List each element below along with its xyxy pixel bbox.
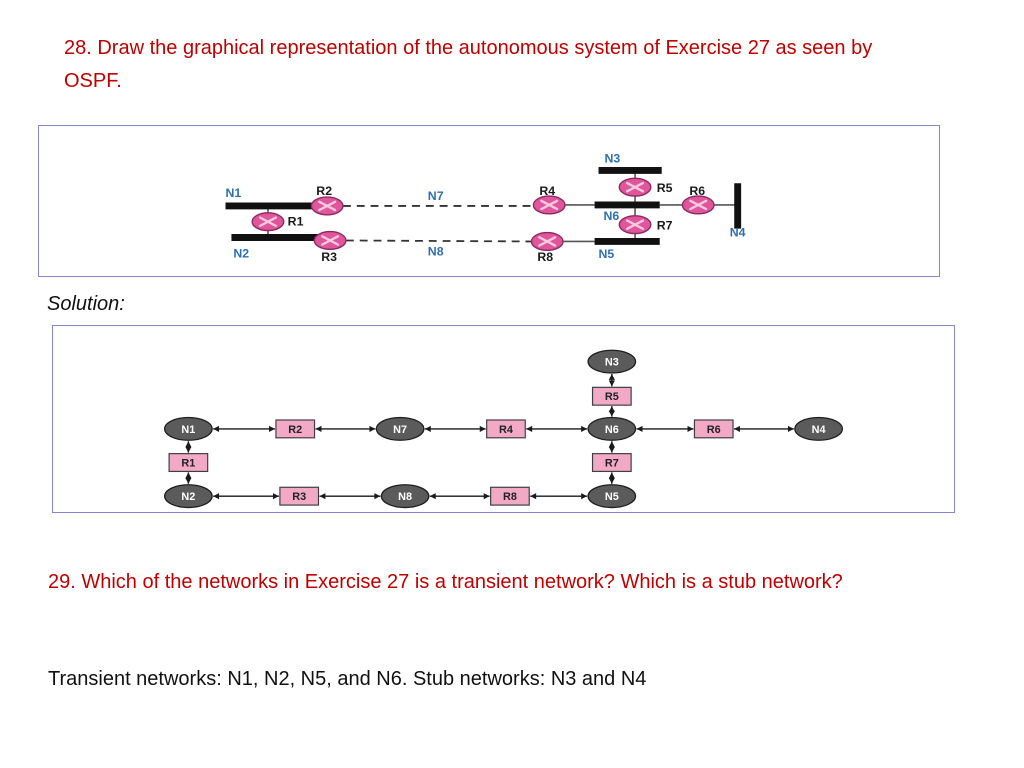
fig1-label-R8: R8 (537, 250, 553, 264)
arrowhead (483, 493, 490, 500)
graph-node-label-N8: N8 (398, 491, 412, 503)
router-x-icon (625, 219, 645, 231)
fig1-label-N5: N5 (599, 247, 615, 261)
point-to-point-link (345, 239, 532, 243)
arrowhead (734, 425, 740, 432)
graph-network-N6 (587, 416, 637, 441)
arrowhead (213, 493, 220, 500)
fig1-label-N6: N6 (603, 209, 619, 223)
arrowhead (687, 425, 694, 432)
graph-router-R5 (591, 386, 632, 406)
graph-node-label-R5: R5 (605, 391, 619, 403)
graph-node-label-N1: N1 (181, 424, 195, 436)
graph-network-N5 (587, 484, 637, 509)
fig1-label-N1: N1 (226, 186, 242, 200)
graph-network-N2 (164, 484, 213, 509)
graph-router-R1 (168, 453, 209, 473)
graph-node-label-N6: N6 (605, 424, 619, 436)
fig1-label-R2: R2 (316, 184, 332, 198)
arrowhead (608, 410, 615, 417)
arrowhead (269, 425, 275, 432)
arrowhead (185, 441, 192, 448)
graph-network-N1 (164, 416, 213, 441)
arrowhead (185, 477, 192, 484)
graph-node-label-N7: N7 (393, 424, 407, 436)
graph-node-label-N5: N5 (605, 491, 619, 503)
fig1-label-R1: R1 (288, 215, 304, 229)
arrowhead (319, 493, 326, 500)
question-29-text: 29. Which of the networks in Exercise 27… (48, 571, 843, 593)
graph-node-label-N3: N3 (605, 357, 619, 369)
graph-node-label-N4: N4 (812, 424, 826, 436)
graph-router-R3 (279, 486, 320, 506)
answer-29-text: Transient networks: N1, N2, N5, and N6. … (48, 668, 647, 690)
graph-node-label-R2: R2 (288, 424, 302, 436)
router-x-icon (258, 216, 278, 228)
fig1-label-N3: N3 (604, 152, 620, 166)
router-x-icon (538, 236, 557, 247)
solution-label: Solution: (47, 293, 125, 315)
router-x-icon (689, 199, 708, 211)
arrowhead (315, 425, 322, 432)
graph-router-R4 (486, 419, 526, 439)
fig1-label-R7: R7 (657, 219, 673, 233)
fig1-label-R4: R4 (539, 184, 555, 198)
fig1-label-R5: R5 (657, 181, 673, 195)
router-x-icon (625, 181, 645, 193)
arrowhead (369, 425, 376, 432)
arrowhead (608, 373, 615, 380)
router-x-icon (318, 200, 337, 212)
graph-node-label-R7: R7 (605, 457, 619, 469)
arrowhead (185, 472, 192, 479)
arrowhead (429, 493, 436, 500)
arrowhead (213, 425, 220, 432)
graph-network-N8 (380, 484, 430, 509)
fig1-label-R6: R6 (689, 184, 705, 198)
arrowhead (608, 446, 615, 453)
graph-node-label-R4: R4 (499, 424, 513, 436)
graph-router-R6 (693, 419, 734, 439)
arrowhead (608, 380, 615, 387)
graph-router-R7 (591, 453, 632, 473)
graph-network-N7 (375, 416, 425, 441)
graph-network-N4 (794, 416, 843, 441)
graph-node-label-R6: R6 (707, 424, 721, 436)
arrowhead (526, 425, 533, 432)
fig1-label-N8: N8 (428, 244, 444, 258)
question-28-text: 28. Draw the graphical representation of… (64, 37, 873, 92)
arrowhead (608, 472, 615, 479)
fig1-label-N4: N4 (730, 226, 746, 240)
arrowhead (185, 446, 192, 453)
router-x-icon (540, 199, 559, 211)
graph-node-label-R1: R1 (181, 457, 195, 469)
graph-node-label-N2: N2 (181, 491, 195, 503)
fig1-label-R3: R3 (321, 250, 337, 264)
arrowhead (479, 425, 486, 432)
graph-router-R2 (275, 419, 316, 439)
arrowhead (636, 425, 643, 432)
arrowhead (424, 425, 431, 432)
arrowhead (374, 493, 381, 500)
arrowhead (272, 493, 279, 500)
arrowhead (608, 477, 615, 484)
graph-node-label-R3: R3 (292, 491, 306, 503)
arrowhead (787, 425, 794, 432)
arrowhead (530, 493, 537, 500)
graph-network-N3 (587, 349, 637, 374)
arrowhead (581, 425, 588, 432)
router-x-icon (321, 235, 340, 246)
arrowhead (581, 493, 588, 500)
arrowhead (608, 441, 615, 448)
fig1-label-N7: N7 (428, 189, 444, 203)
graph-node-label-R8: R8 (503, 491, 517, 503)
graph-router-R8 (490, 486, 530, 506)
fig1-label-N2: N2 (233, 246, 249, 260)
